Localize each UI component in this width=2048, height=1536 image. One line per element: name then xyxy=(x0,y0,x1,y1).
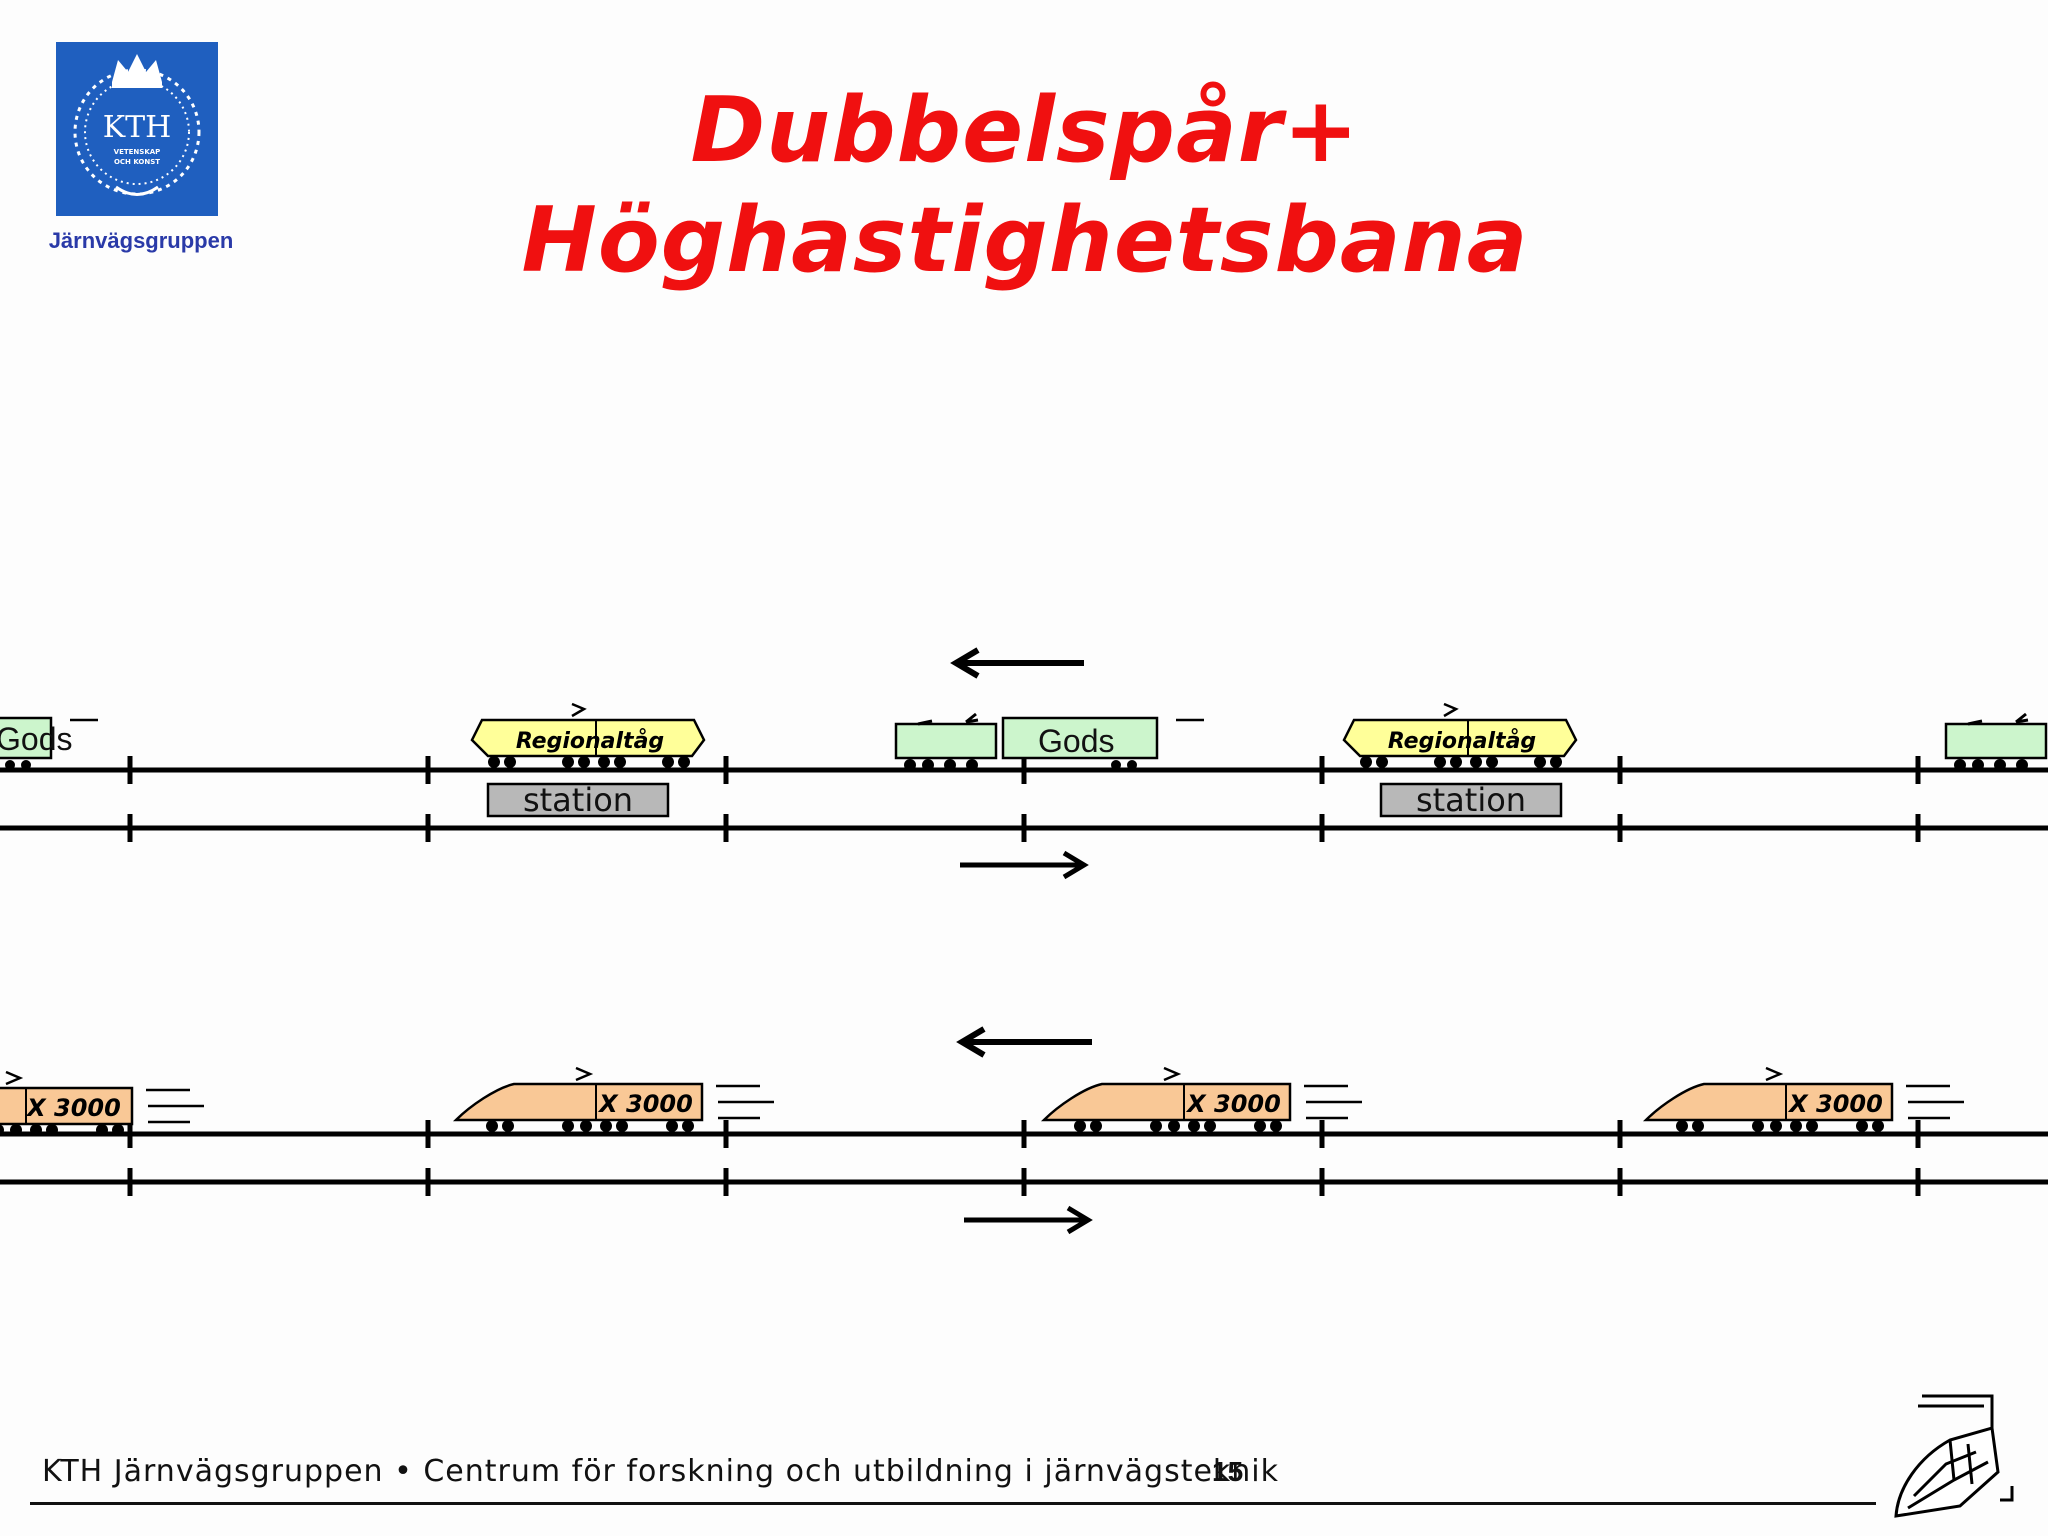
svg-text:VETENSKAP: VETENSKAP xyxy=(114,148,161,156)
x3000-label-1: X 3000 xyxy=(25,1094,121,1122)
regional-label-2: Regionaltåg xyxy=(1388,728,1536,754)
station-label-1: station xyxy=(523,781,633,819)
logo-subtitle: Järnvägsgruppen xyxy=(48,228,234,253)
kth-logo: KTH VETENSKAP OCH KONST xyxy=(56,42,218,216)
x3000-label-4: X 3000 xyxy=(1787,1090,1883,1118)
arrow-right-lower xyxy=(964,1205,1093,1235)
gods-label-1: Gods xyxy=(0,721,72,757)
page-number: 15 xyxy=(1212,1456,1244,1487)
arrow-right-upper xyxy=(960,850,1089,880)
title-line-2: Höghastighetsbana xyxy=(521,188,1529,293)
footer-divider xyxy=(30,1502,1876,1505)
section-ticks xyxy=(127,756,1921,1196)
arrow-left-upper xyxy=(950,647,1084,679)
x3000-label-3: X 3000 xyxy=(1185,1090,1281,1118)
svg-text:OCH KONST: OCH KONST xyxy=(114,158,160,166)
gods-label-2: Gods xyxy=(1038,723,1114,759)
regional-label-1: Regionaltåg xyxy=(516,728,664,754)
gods-train-3 xyxy=(1944,712,2048,773)
logo-text: KTH xyxy=(103,110,172,145)
x3000-label-2: X 3000 xyxy=(597,1090,693,1118)
high-speed-train-icon xyxy=(1888,1388,2016,1528)
station-label-2: station xyxy=(1416,781,1526,819)
title-line-1: Dubbelspår+ xyxy=(690,78,1360,183)
footer-text: KTH Järnvägsgruppen • Centrum för forskn… xyxy=(42,1454,1280,1489)
arrow-left-lower xyxy=(956,1026,1092,1058)
